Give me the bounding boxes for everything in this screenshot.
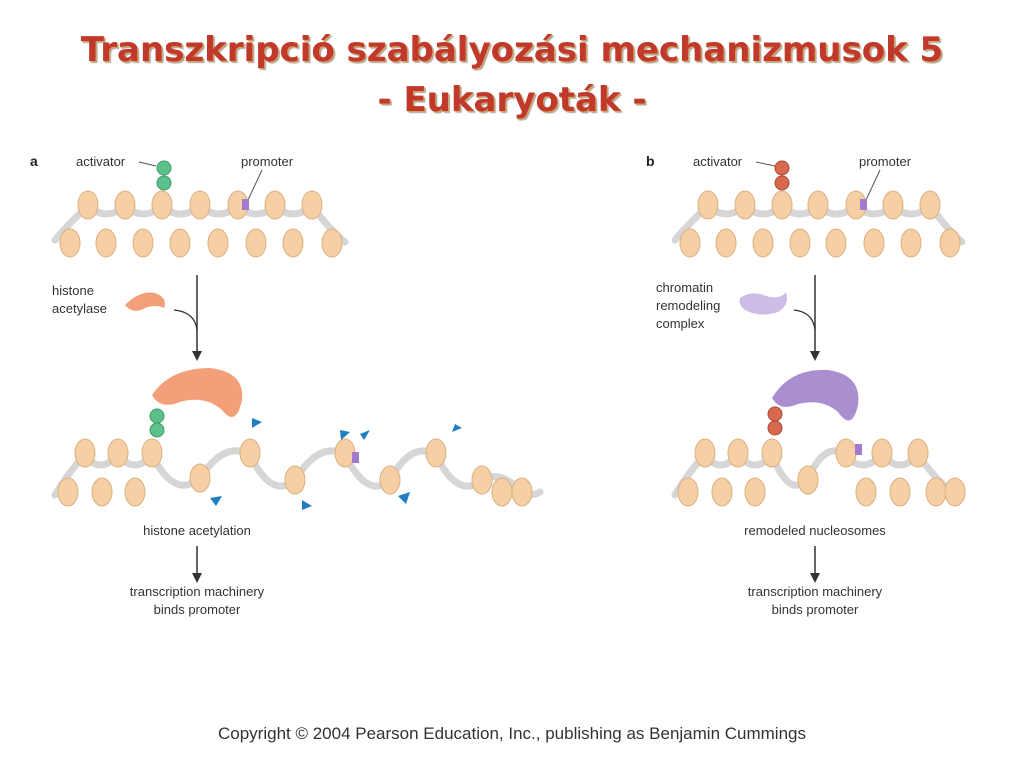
nucleosome — [907, 438, 929, 468]
nucleosome — [835, 438, 857, 468]
nucleosome — [863, 228, 885, 258]
panel-b-arrow-1 — [793, 309, 816, 331]
page-title: Transzkripció szabályozási mechanizmusok… — [80, 30, 944, 70]
nucleosome — [797, 465, 819, 495]
nucleosome — [169, 228, 191, 258]
nucleosome — [727, 438, 749, 468]
panel-b-outcome-label-1: transcription machinery — [748, 584, 883, 599]
nucleosome — [207, 228, 229, 258]
nucleosome — [925, 477, 947, 507]
panel-b-letter: b — [646, 153, 655, 169]
nucleosome — [245, 228, 267, 258]
nucleosome — [264, 190, 286, 220]
nucleosome — [889, 477, 911, 507]
panel-b-remodeling-complex-shape — [739, 292, 787, 315]
nucleosome — [882, 190, 904, 220]
panel-a-outcome-label-1: transcription machinery — [130, 584, 265, 599]
nucleosome — [677, 477, 699, 507]
nucleosome — [694, 438, 716, 468]
nucleosome — [855, 477, 877, 507]
panel-b-activator-top — [755, 160, 790, 191]
nucleosome — [239, 438, 261, 468]
nucleosome — [711, 477, 733, 507]
nucleosome — [491, 477, 513, 507]
nucleosome — [807, 190, 829, 220]
nucleosome — [57, 477, 79, 507]
nucleosome — [425, 438, 447, 468]
panel-b-promoter-label: promoter — [859, 154, 912, 169]
panel-a-arrow-1 — [173, 309, 198, 331]
nucleosome — [77, 190, 99, 220]
nucleosome — [919, 190, 941, 220]
nucleosome — [939, 228, 961, 258]
nucleosome — [132, 228, 154, 258]
panel-a-letter: a — [30, 153, 38, 169]
copyright-footer: Copyright © 2004 Pearson Education, Inc.… — [217, 724, 806, 743]
nucleosome — [744, 477, 766, 507]
nucleosome — [189, 190, 211, 220]
nucleosome — [471, 465, 493, 495]
nucleosome — [825, 228, 847, 258]
nucleosome — [301, 190, 323, 220]
nucleosome — [679, 228, 701, 258]
panel-a-acetyl-flags — [210, 418, 462, 510]
panel-a-activator-top — [138, 160, 172, 191]
nucleosome — [511, 477, 533, 507]
panel-b-promoter-mark-bottom — [855, 444, 862, 455]
panel-b-bound-remodeler — [772, 369, 859, 421]
nucleosome — [944, 477, 966, 507]
panel-a-promoter-mark — [242, 199, 249, 210]
nucleosome — [189, 463, 211, 493]
nucleosome — [141, 438, 163, 468]
nucleosome — [284, 465, 306, 495]
nucleosome — [107, 438, 129, 468]
panel-b-result-label: remodeled nucleosomes — [744, 523, 886, 538]
nucleosome — [114, 190, 136, 220]
nucleosome — [734, 190, 756, 220]
panel-b-activator-bound — [767, 406, 783, 436]
panel-b-enzyme-label-1: chromatin — [656, 280, 713, 295]
panel-a-result-label: histone acetylation — [143, 523, 251, 538]
nucleosome — [697, 190, 719, 220]
nucleosome — [379, 465, 401, 495]
nucleosome — [91, 477, 113, 507]
panel-a-activator-bound — [149, 408, 165, 438]
panel-a-promoter-label: promoter — [241, 154, 294, 169]
nucleosome — [752, 228, 774, 258]
nucleosome — [95, 228, 117, 258]
nucleosome — [124, 477, 146, 507]
panel-a-enzyme-label-1: histone — [52, 283, 94, 298]
nucleosome — [74, 438, 96, 468]
nucleosome — [871, 438, 893, 468]
page-subtitle: - Eukaryoták - — [377, 80, 647, 120]
nucleosome — [59, 228, 81, 258]
panel-b-promoter-mark — [860, 199, 867, 210]
panel-a-top-chromatin — [51, 190, 349, 258]
panel-a-outcome-label-2: binds promoter — [154, 602, 241, 617]
panel-b-enzyme-label-3: complex — [656, 316, 705, 331]
nucleosome — [282, 228, 304, 258]
nucleosome — [321, 228, 343, 258]
panel-b-top-chromatin — [671, 190, 966, 258]
panel-a-bound-acetylase — [152, 368, 243, 418]
panel-a-histone-acetylase-shape — [125, 292, 165, 311]
panel-b-bottom-chromatin — [671, 438, 966, 507]
panel-a-promoter-mark-bottom — [352, 452, 359, 463]
nucleosome — [789, 228, 811, 258]
nucleosome — [715, 228, 737, 258]
panel-b-outcome-label-2: binds promoter — [772, 602, 859, 617]
panel-a-bottom-chromatin — [51, 438, 544, 507]
panel-b-enzyme-label-2: remodeling — [656, 298, 720, 313]
nucleosome — [900, 228, 922, 258]
nucleosome — [151, 190, 173, 220]
panel-b-activator-label: activator — [693, 154, 743, 169]
nucleosome — [761, 438, 783, 468]
nucleosome — [771, 190, 793, 220]
panel-a-activator-label: activator — [76, 154, 126, 169]
panel-a-enzyme-label-2: acetylase — [52, 301, 107, 316]
